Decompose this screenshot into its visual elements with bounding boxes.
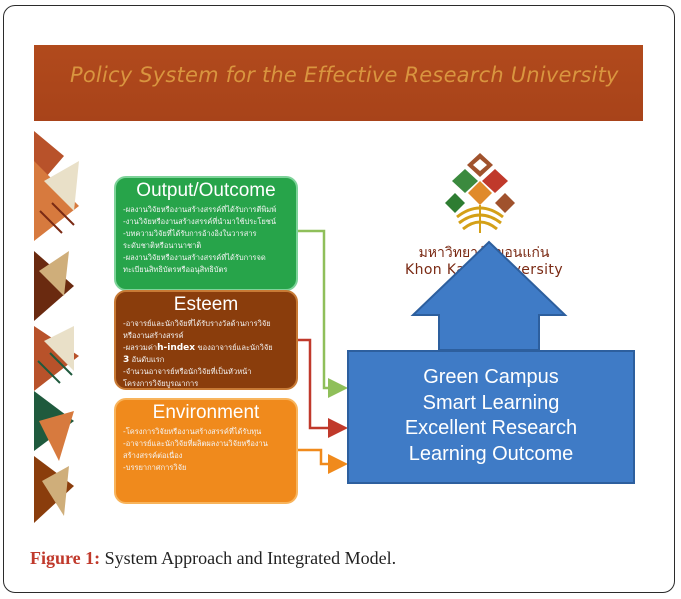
caption-text: System Approach and Integrated Model.: [100, 548, 397, 568]
list-item: 3 อันดับแรก: [123, 354, 290, 366]
list-item: สร้างสรรค์ต่อเนื่อง: [123, 451, 183, 460]
environment-box: Environment -โครงการวิจัยหรืองานสร้างสรร…: [114, 398, 298, 504]
h-index-label: h-index: [157, 343, 196, 353]
list-item: -โครงการวิจัยหรืองานสร้างสรรค์ที่ได้รับท…: [123, 427, 262, 436]
output-arrow: [298, 229, 348, 398]
esteem-list: -อาจารย์และนักวิจัยที่ได้รับรางวัลด้านกา…: [116, 318, 296, 390]
list-item-text: ของอาจารย์และนักวิจัย: [197, 343, 273, 352]
list-item: -ผลรวมค่าh-index ของอาจารย์และนักวิจัย: [123, 342, 290, 354]
environment-list: -โครงการวิจัยหรืองานสร้างสรรค์ที่ได้รับท…: [116, 426, 296, 474]
title-banner: Policy System for the Effective Research…: [34, 45, 643, 121]
goal-line: Excellent Research: [404, 417, 578, 439]
figure-frame: Policy System for the Effective Research…: [3, 5, 675, 593]
caption-label: Figure 1:: [30, 548, 101, 568]
list-item: -ผลงานวิจัยหรืองานสร้างสรรค์ที่ได้รับการ…: [123, 205, 277, 214]
banner-title: Policy System for the Effective Research…: [70, 63, 619, 87]
list-item: -บรรยากาศการวิจัย: [123, 463, 187, 472]
decorative-pattern: [34, 121, 114, 523]
esteem-box: Esteem -อาจารย์และนักวิจัยที่ได้รับรางวั…: [114, 290, 298, 390]
rank-number: 3: [123, 355, 130, 365]
list-item: -งานวิจัยหรืองานสร้างสรรค์ที่นำมาใช้ประโ…: [123, 217, 276, 226]
output-outcome-title: Output/Outcome: [136, 180, 276, 201]
university-name-thai: มหาวิทยาลัยขอนแก่น: [418, 245, 550, 261]
list-item: -อาจารย์และนักวิจัยที่ผลิตผลงานวิจัยหรือ…: [123, 439, 268, 448]
goals-box: Green Campus Smart Learning Excellent Re…: [347, 350, 635, 484]
goal-line: Smart Learning: [422, 391, 560, 414]
figure-caption: Figure 1: System Approach and Integrated…: [30, 548, 396, 569]
esteem-title: Esteem: [173, 294, 239, 315]
khon-kaen-university-logo: [445, 153, 515, 233]
list-item: -จำนวนอาจารย์หรือนักวิจัยที่เป็นหัวหน้า: [123, 367, 252, 376]
goals-list: Green Campus Smart Learning Excellent Re…: [349, 352, 633, 467]
university-name-english: Khon Kaen University: [404, 262, 563, 278]
list-item: หรืองานสร้างสรรค์: [123, 331, 184, 340]
goal-line: Green Campus: [423, 366, 559, 388]
list-item: ทะเบียนสิทธิบัตรหรืออนุสิทธิบัตร: [123, 265, 228, 274]
list-item: -บทความวิจัยที่ได้รับการอ้างอิงในวารสาร: [123, 229, 257, 238]
output-outcome-box: Output/Outcome -ผลงานวิจัยหรืองานสร้างสร…: [114, 176, 298, 291]
list-item: ระดับชาติหรือนานาชาติ: [123, 241, 202, 250]
list-item-text: อันดับแรก: [131, 355, 165, 364]
slide: Policy System for the Effective Research…: [34, 45, 643, 523]
list-item: -อาจารย์และนักวิจัยที่ได้รับรางวัลด้านกา…: [123, 319, 271, 328]
esteem-arrow: [298, 338, 348, 438]
environment-title: Environment: [152, 402, 260, 423]
list-item: โครงการวิจัยบูรณาการ: [123, 379, 199, 388]
goal-line: Learning Outcome: [408, 442, 574, 465]
list-item-text: -ผลรวมค่า: [123, 343, 158, 352]
output-outcome-list: -ผลงานวิจัยหรืองานสร้างสรรค์ที่ได้รับการ…: [116, 204, 296, 276]
list-item: -ผลงานวิจัยหรืองานสร้างสรรค์ที่ได้รับการ…: [123, 253, 266, 262]
environment-arrow: [298, 448, 348, 474]
